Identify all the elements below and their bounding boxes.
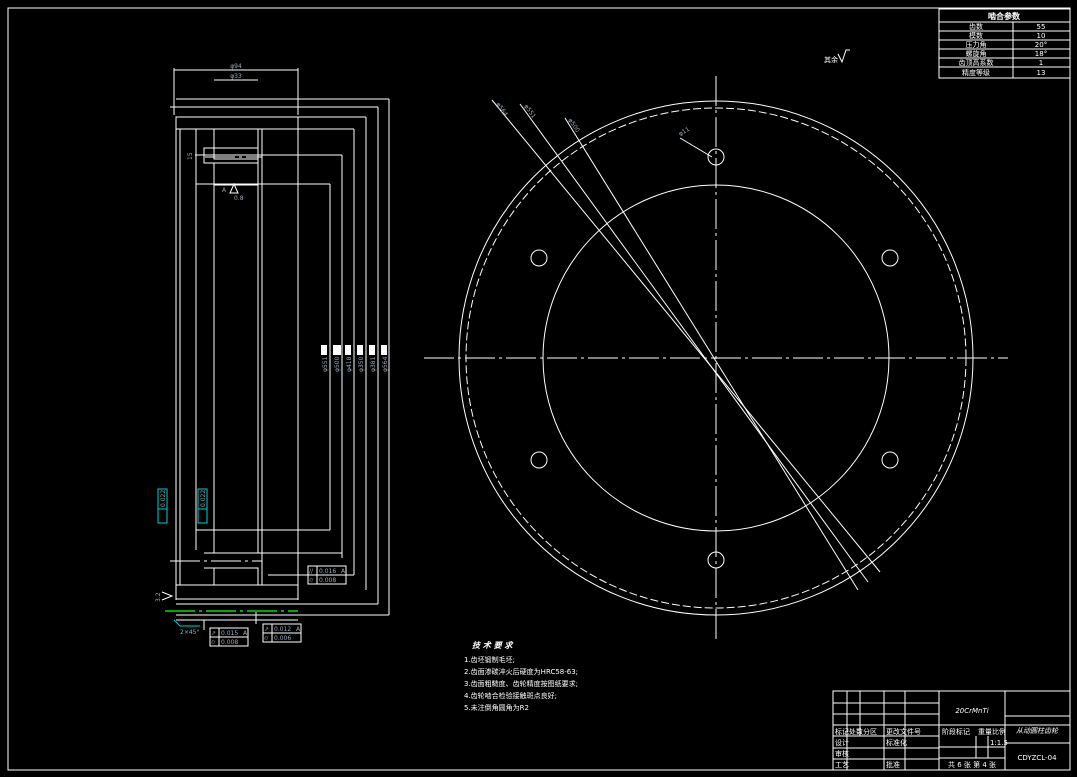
gdt-frame: ↗ 0.012 A ⌭ 0.006 — [255, 612, 302, 643]
roughness-left: 3.2 — [155, 592, 162, 602]
scale: 1:1.5 — [990, 739, 1008, 747]
title-header: 标准化 — [886, 738, 907, 747]
param-label: 螺旋角 — [966, 49, 987, 58]
drawing-number: CDYZCL-04 — [1017, 754, 1057, 762]
dim-label: φ11 — [678, 126, 692, 138]
title-header: 设计 — [835, 738, 849, 747]
title-header: 重量 — [978, 728, 992, 736]
param-label: 齿数 — [969, 22, 983, 31]
title-header: 比例 — [992, 727, 1006, 736]
part-name: 从动圆柱齿轮 — [1016, 727, 1059, 735]
gdt-symbol: ↗ — [211, 630, 216, 637]
tolerance-box — [157, 488, 168, 524]
dim-diameter: φ350 — [358, 356, 365, 372]
title-header: 阶段标记 — [942, 727, 970, 736]
gdt-symbol: ⌭ — [264, 635, 269, 642]
title-header: 处数 — [849, 727, 863, 736]
dim-label: φ500 — [566, 117, 581, 134]
bolt-hole — [707, 148, 725, 166]
material: 20CrMnTi — [955, 707, 988, 715]
bolt-hole — [530, 249, 548, 267]
tolerance-value: 0.022 — [160, 490, 167, 507]
tech-item: 2.齿面渗碳淬火后硬度为HRC58-63; — [464, 667, 578, 676]
param-label: 模数 — [969, 31, 983, 40]
tech-item: 5.未注倒角圆角为R2 — [464, 703, 529, 712]
dim-diameter: φ381 — [370, 356, 377, 372]
tolerance-box — [197, 488, 208, 524]
tech-requirements: 技 术 要 求 1.齿坯锻制毛坯; 2.齿面渗碳淬火后硬度为HRC58-63; … — [464, 641, 578, 712]
dim-top-outer: φ94 — [230, 63, 242, 70]
section-view: φ94 φ33 15 A 0.8 — [155, 63, 390, 647]
bolt-hole — [530, 451, 548, 469]
dim-label: φ551 — [522, 103, 537, 120]
title-header: 更改文件号 — [886, 727, 921, 736]
datum-triangle-icon — [229, 182, 239, 194]
gdt-value: 0.015 — [221, 630, 238, 637]
param-label: 压力角 — [966, 40, 987, 49]
gdt-datum: A — [296, 626, 301, 633]
param-value: 13 — [1037, 69, 1046, 77]
title-header: 工艺 — [835, 761, 849, 769]
gdt-value: 0.012 — [274, 626, 291, 633]
diameter-labels: φ551 φ500 φ418 φ350 φ381 φ564 — [321, 345, 389, 372]
title-header: 批准 — [886, 760, 900, 769]
tech-item: 1.齿坯锻制毛坯; — [464, 655, 515, 664]
dim-diameter: φ418 — [346, 356, 353, 372]
dim-diameter: φ551 — [322, 356, 329, 372]
title-header: 分区 — [863, 727, 877, 736]
params-table: 啮合参数 齿数 55 模数 10 压力角 20° 螺旋角 18° 齿顶高系数 1… — [938, 8, 1071, 79]
gdt-datum: A — [341, 568, 346, 575]
title-header: 审核 — [835, 749, 849, 758]
param-value: 10 — [1037, 32, 1046, 40]
param-label: 精度等级 — [962, 68, 990, 77]
param-label: 齿顶高系数 — [959, 58, 994, 67]
param-value: 18° — [1035, 50, 1047, 58]
chamfer-label: 2×45° — [180, 629, 199, 636]
gdt-datum: A — [243, 630, 248, 637]
roughness-note: 其余 — [824, 49, 850, 64]
roughness-symbol-icon — [161, 591, 174, 601]
bolt-hole — [707, 551, 725, 569]
title-header: 标记 — [835, 727, 849, 736]
dim-diameter: φ564 — [382, 356, 389, 372]
bolt-hole — [881, 249, 899, 267]
dim-top-inner: φ33 — [230, 73, 242, 80]
datum-label: A — [222, 187, 227, 194]
front-view: φ564 φ551 φ500 φ11 — [424, 76, 1008, 642]
param-value: 1 — [1039, 59, 1043, 67]
tech-title: 技 术 要 求 — [472, 641, 514, 650]
params-title: 啮合参数 — [988, 11, 1021, 21]
dim-diameter: φ500 — [334, 356, 341, 372]
drawing-border — [7, 7, 1071, 771]
dim-side-small: 15 — [187, 152, 194, 160]
roughness-symbol-icon — [837, 49, 850, 64]
gdt-symbol: ↗ — [264, 626, 269, 633]
bolt-hole — [881, 451, 899, 469]
datum-roughness: 0.8 — [234, 195, 244, 202]
sheet-count: 共 6 张 第 4 张 — [948, 760, 996, 769]
param-value: 55 — [1037, 23, 1046, 31]
gdt-value: 0.008 — [319, 577, 336, 584]
tech-item: 3.齿面粗糙度、齿轮精度按图纸要求; — [464, 679, 578, 688]
gdt-symbol: ⌭ — [309, 577, 314, 584]
dim-label: φ564 — [494, 101, 509, 118]
gdt-value: 0.006 — [274, 635, 291, 642]
param-value: 20° — [1035, 41, 1047, 49]
roughness-note-text: 其余 — [824, 55, 838, 64]
gdt-symbol: ⌭ — [211, 639, 216, 646]
title-block: 标记 处数 分区 更改文件号 设计 标准化 审核 工艺 批准 阶段标记 重量 比… — [832, 690, 1071, 771]
gdt-symbol: // — [309, 568, 314, 575]
tech-item: 4.齿轮啮合检验接触斑点良好; — [464, 691, 557, 700]
gdt-value: 0.008 — [221, 639, 238, 646]
gdt-frame: // 0.016 A ⌭ 0.008 — [307, 565, 347, 585]
tolerance-value: 0.022 — [200, 490, 207, 507]
gdt-value: 0.016 — [319, 568, 336, 575]
gdt-frame: ↗ 0.015 A ⌭ 0.008 — [203, 620, 249, 647]
